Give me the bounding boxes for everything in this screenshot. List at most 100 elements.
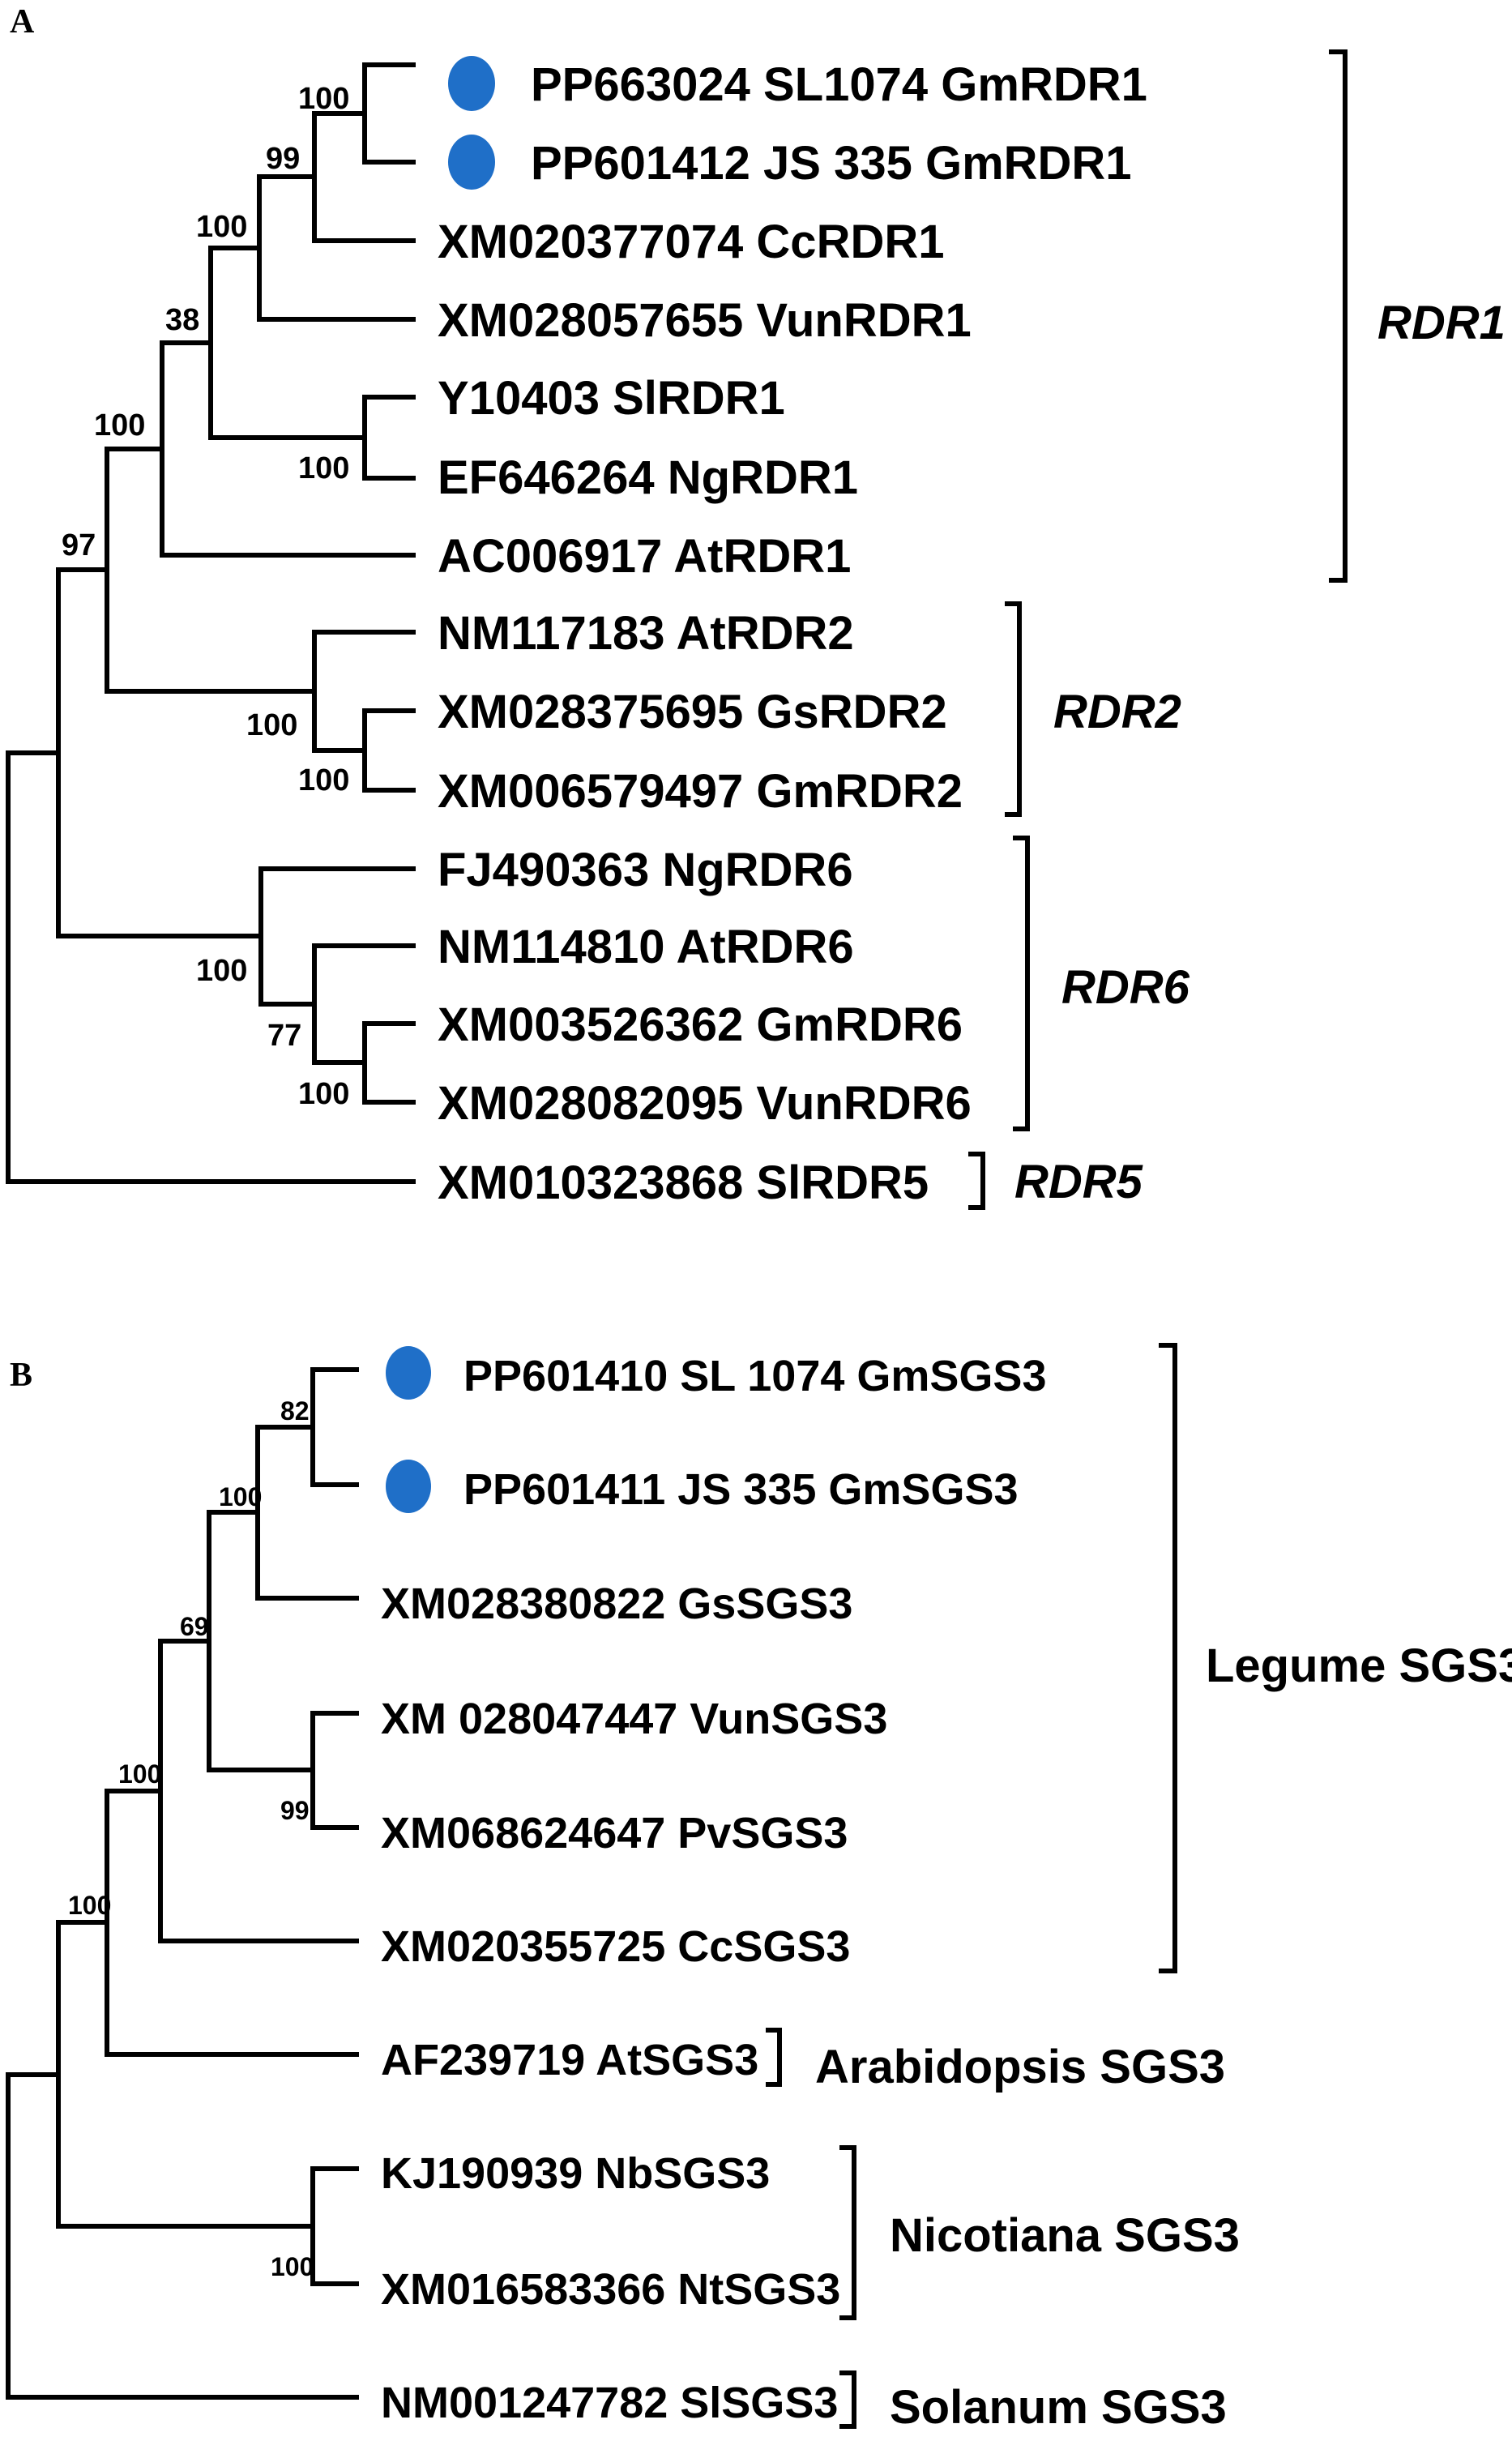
- clade-label-solanum: Solanum SGS3: [890, 2381, 1227, 2434]
- bootstrap-a-4: 38: [165, 303, 199, 337]
- node-a-cc: [257, 111, 317, 243]
- node-b-legume: [56, 1789, 109, 2057]
- tree-a-branches: [6, 62, 416, 1184]
- clade-label-rdr6: RDR6: [1061, 961, 1190, 1014]
- leaf-label-b-6: XM020355725 CcSGS3: [381, 1922, 850, 1971]
- bootstrap-values-a: 100 99 100 38 100 100 97 100 100 100 77 …: [62, 82, 349, 1111]
- marker-dot-b-2: [386, 1460, 431, 1513]
- bootstrap-a-12: 100: [298, 1077, 349, 1111]
- node-a-gm-vun-rdr6: [312, 1021, 367, 1105]
- node-a-at-rdr1: [105, 340, 164, 558]
- clade-bracket-arabidopsis: [766, 2028, 782, 2087]
- clade-bracket-solanum: [839, 2370, 856, 2429]
- clade-label-rdr1: RDR1: [1377, 297, 1506, 349]
- node-a-38: [160, 246, 213, 440]
- clade-brackets-a: RDR1 RDR2 RDR6 RDR5: [968, 49, 1506, 1210]
- node-b-100-upper: [6, 1920, 61, 2229]
- bootstrap-a-6: 100: [94, 408, 145, 442]
- node-a-sl-ng: [208, 395, 367, 481]
- node-a-rdr2: [105, 630, 317, 753]
- leaf-label-a-8: NM117183 AtRDR2: [438, 607, 854, 660]
- bootstrap-b-7: 100: [271, 2252, 314, 2281]
- panel-a: A: [6, 3, 1506, 1210]
- leaf-labels-b: PP601410 SL 1074 GmSGS3 PP601411 JS 335 …: [381, 1352, 1046, 2427]
- bootstrap-b-3: 69: [180, 1612, 209, 1641]
- bootstrap-a-9: 100: [298, 763, 349, 797]
- leaf-label-b-4: XM 028047447 VunSGS3: [381, 1695, 887, 1743]
- marker-dot-a-2: [448, 135, 495, 190]
- clade-bracket-rdr1: [1329, 49, 1348, 583]
- bootstrap-a-8: 100: [246, 708, 297, 742]
- clade-bracket-rdr5: [968, 1152, 985, 1210]
- leaf-label-a-1: PP663024 SL1074 GmRDR1: [531, 58, 1147, 111]
- leaf-label-a-13: XM003526362 GmRDR6: [438, 998, 963, 1051]
- leaf-label-a-11: FJ490363 NgRDR6: [438, 844, 853, 896]
- bootstrap-a-2: 99: [266, 142, 300, 176]
- clade-bracket-legume: [1159, 1343, 1177, 1973]
- leaf-label-b-7: AF239719 AtSGS3: [381, 2036, 758, 2084]
- node-b-nicotiana: [56, 2166, 315, 2286]
- panel-letter-b: B: [10, 1357, 32, 1394]
- panel-b: B PP601410 SL 1074: [6, 1343, 1512, 2434]
- bootstrap-a-5: 100: [298, 451, 349, 485]
- clade-label-legume: Legume SGS3: [1206, 1639, 1512, 1692]
- bootstrap-values-b: 82 100 69 99 100 100 100: [68, 1396, 314, 2281]
- leaf-label-a-10: XM006579497 GmRDR2: [438, 765, 963, 818]
- node-a-97: [56, 447, 109, 694]
- bootstrap-a-1: 100: [298, 82, 349, 116]
- leaf-label-a-9: XM028375695 GsRDR2: [438, 686, 947, 738]
- clade-label-rdr2: RDR2: [1053, 686, 1181, 738]
- node-b-gs: [207, 1425, 260, 1601]
- leaf-label-b-3: XM028380822 GsSGS3: [381, 1580, 852, 1628]
- bootstrap-b-1: 82: [280, 1396, 310, 1426]
- leaf-label-a-14: XM028082095 VunRDR6: [438, 1077, 972, 1130]
- node-a-gs-gm-rdr2: [312, 708, 367, 793]
- leaf-label-a-3: XM020377074 CcRDR1: [438, 216, 944, 268]
- node-a-gm-rdr1: [312, 62, 367, 165]
- bootstrap-a-10: 100: [196, 954, 247, 988]
- node-a-77: [258, 943, 317, 1065]
- clade-brackets-b: Legume SGS3 Arabidopsis SGS3 Nicotiana S…: [766, 1343, 1512, 2434]
- node-a-rdr-1-2-6: [6, 567, 61, 938]
- bootstrap-b-5: 100: [118, 1759, 161, 1789]
- clade-label-arabidopsis: Arabidopsis SGS3: [815, 2041, 1225, 2093]
- leaf-label-a-15: XM010323868 SlRDR5: [438, 1156, 929, 1209]
- bootstrap-b-2: 100: [219, 1482, 262, 1511]
- leaf-label-b-2: PP601411 JS 335 GmSGS3: [463, 1465, 1019, 1514]
- tree-b-branches: [6, 1367, 359, 2400]
- leaf-label-a-12: NM114810 AtRDR6: [438, 921, 854, 973]
- leaf-label-b-5: XM068624647 PvSGS3: [381, 1809, 848, 1857]
- bootstrap-b-6: 100: [68, 1891, 111, 1920]
- clade-bracket-rdr6: [1013, 836, 1030, 1131]
- node-b-vun-pv: [207, 1711, 315, 1830]
- clade-label-rdr5: RDR5: [1014, 1156, 1143, 1208]
- bootstrap-a-7: 97: [62, 528, 96, 562]
- panel-letter-a: A: [10, 3, 35, 41]
- clade-bracket-rdr2: [1005, 601, 1022, 817]
- leaf-label-b-9: XM016583366 NtSGS3: [381, 2265, 840, 2314]
- leaf-labels-a: PP663024 SL1074 GmRDR1 PP601412 JS 335 G…: [438, 58, 1147, 1209]
- node-a-rdr6: [56, 866, 263, 1007]
- bootstrap-b-4: 99: [280, 1796, 310, 1825]
- leaf-label-b-1: PP601410 SL 1074 GmSGS3: [463, 1352, 1046, 1400]
- node-b-82: [255, 1367, 315, 1487]
- node-a-vun: [208, 174, 262, 322]
- leaf-label-a-2: PP601412 JS 335 GmRDR1: [531, 137, 1132, 190]
- bootstrap-a-11: 77: [267, 1019, 301, 1053]
- markers-b: [386, 1346, 431, 1513]
- node-b-cc: [105, 1639, 163, 1943]
- bootstrap-a-3: 100: [196, 210, 247, 244]
- clade-bracket-nicotiana: [839, 2145, 856, 2320]
- leaf-label-a-7: AC006917 AtRDR1: [438, 530, 851, 583]
- marker-dot-b-1: [386, 1346, 431, 1400]
- leaf-label-b-8: KJ190939 NbSGS3: [381, 2149, 770, 2198]
- leaf-label-b-10: NM001247782 SlSGS3: [381, 2379, 838, 2427]
- clade-label-nicotiana: Nicotiana SGS3: [890, 2209, 1240, 2262]
- marker-dot-a-1: [448, 56, 495, 111]
- node-b-69: [158, 1510, 211, 1772]
- leaf-label-a-5: Y10403 SlRDR1: [438, 372, 785, 425]
- markers-a: [448, 56, 495, 190]
- leaf-label-a-4: XM028057655 VunRDR1: [438, 294, 972, 347]
- leaf-label-a-6: EF646264 NgRDR1: [438, 451, 858, 504]
